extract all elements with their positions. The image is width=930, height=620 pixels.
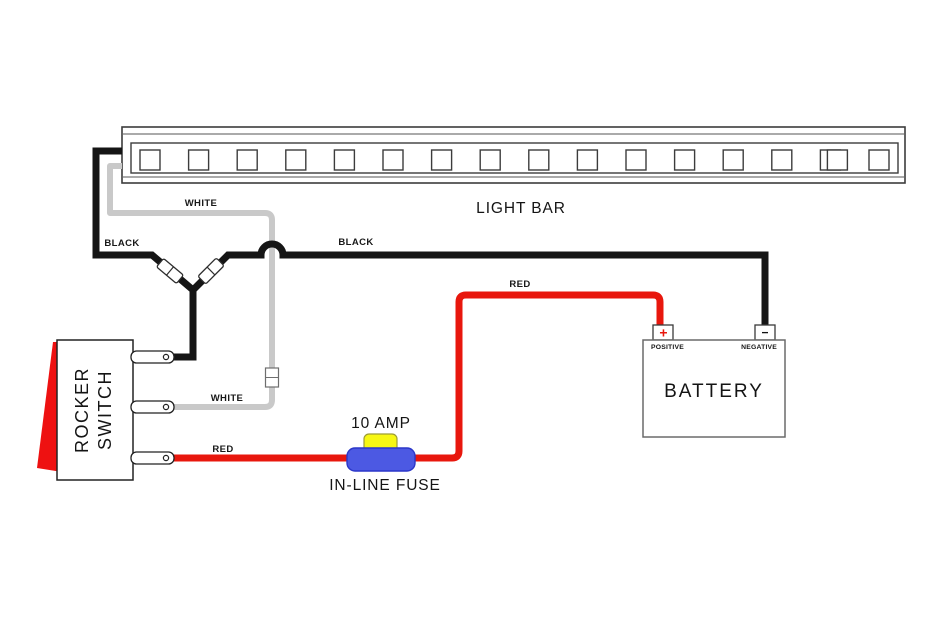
light-bar-segment xyxy=(771,149,793,171)
light-bar-segment xyxy=(333,149,356,171)
switch-actuator-red xyxy=(37,342,62,472)
light-bar-label: LIGHT BAR xyxy=(476,200,566,217)
switch-terminal-middle xyxy=(130,400,175,414)
butt-connector-left xyxy=(156,258,184,284)
light-bar-segment xyxy=(430,149,453,171)
wire-label-red-top: RED xyxy=(509,279,530,290)
white-wire xyxy=(107,163,275,410)
light-bar-segment xyxy=(285,149,307,171)
fuse-body xyxy=(346,447,416,472)
minus-symbol: − xyxy=(761,326,768,340)
wire-label-black-left: BLACK xyxy=(104,238,139,249)
black-wire-right xyxy=(190,240,769,325)
light-bar-segment xyxy=(673,149,696,171)
light-bar-inner-frame xyxy=(130,142,899,174)
light-bar-segment xyxy=(576,149,599,171)
light-bar-segments xyxy=(139,149,890,171)
plus-symbol: + xyxy=(659,325,667,341)
fuse-label: IN-LINE FUSE xyxy=(329,477,441,494)
butt-connector-right xyxy=(198,258,224,284)
light-bar-segment-overlap xyxy=(826,149,849,171)
black-wire-left xyxy=(92,147,197,361)
battery-label: BATTERY xyxy=(664,381,764,402)
inline-fuse: 10 AMP IN-LINE FUSE xyxy=(329,415,441,494)
light-bar-segment xyxy=(625,149,647,171)
wire-label-white-low: WHITE xyxy=(211,393,244,404)
light-bar-segment xyxy=(479,149,501,171)
switch-label-line2: SWITCH xyxy=(95,370,115,450)
positive-label: POSITIVE xyxy=(651,344,684,351)
battery: + − POSITIVE NEGATIVE BATTERY xyxy=(642,324,786,438)
wire-label-red-low: RED xyxy=(212,444,233,455)
light-bar-segment xyxy=(722,149,744,171)
light-bar-segment xyxy=(139,149,161,171)
switch-label-line1: ROCKER xyxy=(72,367,92,453)
switch-terminal-bottom xyxy=(130,451,175,465)
rocker-switch: ROCKER SWITCH xyxy=(37,339,175,481)
wire-label-black-mid: BLACK xyxy=(338,237,373,248)
switch-body xyxy=(56,339,134,481)
wire-label-white-top: WHITE xyxy=(185,198,218,209)
fuse-rating-label: 10 AMP xyxy=(351,415,411,432)
negative-label: NEGATIVE xyxy=(741,344,777,351)
battery-body xyxy=(642,339,786,438)
light-bar-segment xyxy=(868,149,890,171)
light-bar-segment xyxy=(187,149,210,171)
light-bar-segment xyxy=(382,149,404,171)
light-bar-segment xyxy=(236,149,258,171)
white-wire-inline-connector xyxy=(264,367,280,388)
switch-terminal-top xyxy=(130,350,175,364)
light-bar xyxy=(121,126,906,184)
red-wire xyxy=(171,291,664,462)
light-bar-segment xyxy=(528,149,550,171)
